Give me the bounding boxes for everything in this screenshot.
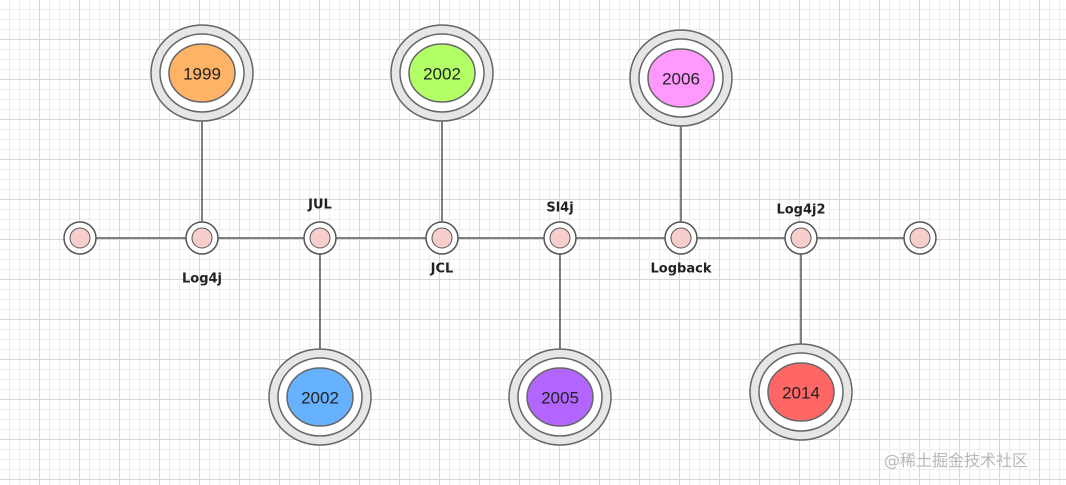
year-jul: 2002: [301, 389, 339, 408]
label-jcl: JCL: [430, 262, 454, 277]
year-badge-log4j[interactable]: 1999: [150, 24, 254, 122]
year-jcl: 2002: [423, 65, 461, 84]
timeline-node-log4j[interactable]: [185, 221, 219, 255]
timeline-node-start[interactable]: [63, 221, 97, 255]
label-log4j2: Log4j2: [776, 203, 825, 218]
timeline-node-jcl[interactable]: [425, 221, 459, 255]
year-logback: 2006: [662, 70, 700, 89]
label-log4j: Log4j: [182, 272, 222, 287]
timeline-node-log4j2[interactable]: [784, 221, 818, 255]
year-badge-jcl[interactable]: 2002: [390, 24, 494, 122]
label-slf4j: Sl4j: [546, 201, 573, 216]
watermark: @稀土掘金技术社区: [884, 451, 1029, 470]
year-log4j: 1999: [183, 65, 221, 84]
year-log4j2: 2014: [782, 384, 820, 403]
timeline-node-logback[interactable]: [664, 221, 698, 255]
year-badge-jul[interactable]: 2002: [268, 348, 372, 446]
year-badge-slf4j[interactable]: 2005: [508, 348, 612, 446]
timeline-node-slf4j[interactable]: [543, 221, 577, 255]
label-logback: Logback: [651, 262, 712, 277]
timeline-node-jul[interactable]: [303, 221, 337, 255]
label-jul: JUL: [307, 198, 332, 213]
year-badge-log4j2[interactable]: 2014: [749, 343, 853, 441]
timeline-node-end[interactable]: [903, 221, 937, 255]
year-slf4j: 2005: [541, 389, 579, 408]
year-badge-logback[interactable]: 2006: [629, 29, 733, 127]
